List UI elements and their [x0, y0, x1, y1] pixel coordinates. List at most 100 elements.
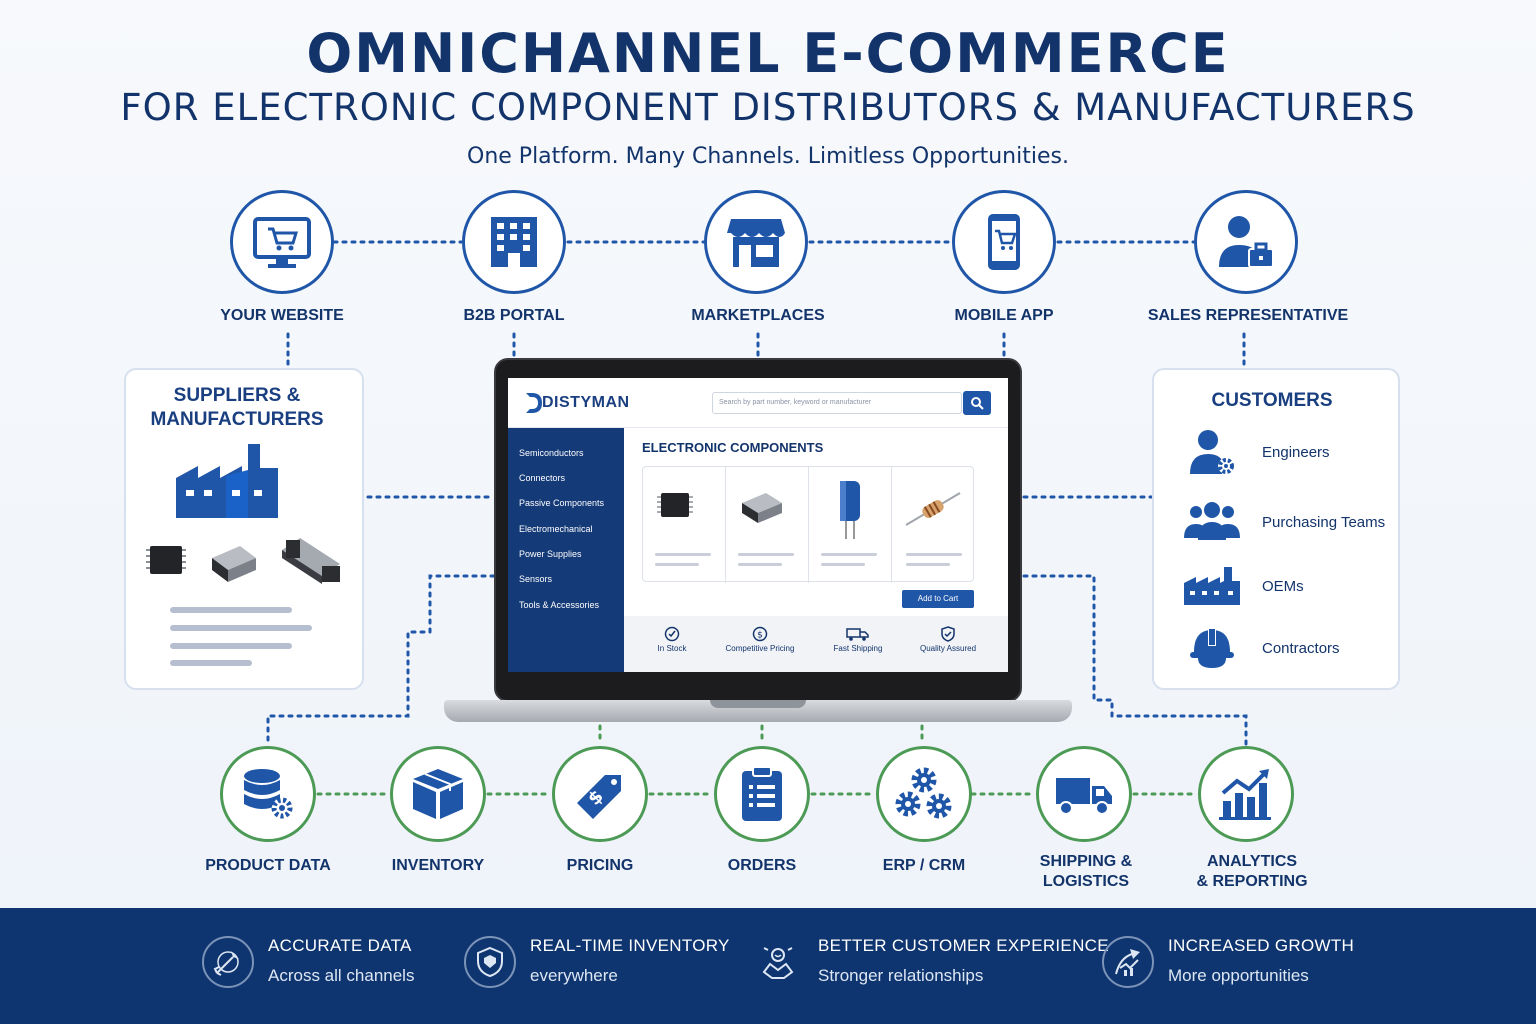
integration-analytics-label: ANALYTICS & REPORTING: [1167, 852, 1337, 892]
search-input[interactable]: Search by part number, keyword or manufa…: [712, 392, 962, 414]
integration-analytics: [1198, 746, 1294, 842]
add-to-cart-button[interactable]: Add to Cart: [902, 590, 974, 608]
integration-erp-crm-label: ERP / CRM: [882, 857, 966, 874]
feature-label: Quality Assured: [919, 644, 977, 653]
growth-icon: [1102, 936, 1154, 988]
customers-title: CUSTOMERS: [1211, 390, 1333, 411]
category-item[interactable]: Electromechanical: [519, 524, 593, 534]
database-gear-icon: [244, 769, 293, 819]
benefit-title: INCREASED GROWTH: [1168, 936, 1355, 955]
product-card[interactable]: [892, 467, 975, 583]
factory-icon: [1184, 567, 1240, 605]
benefit-increased-growth: INCREASED GROWTH More opportunities: [1102, 936, 1354, 988]
suppliers-title-line2: MANUFACTURERS: [150, 409, 324, 430]
integration-analytics-line1: ANALYTICS: [1206, 853, 1298, 870]
clipboard-icon: [742, 766, 782, 821]
integration-product-data: [220, 746, 316, 842]
channel-mobile-app-label: MOBILE APP: [954, 307, 1054, 324]
channel-marketplaces: [704, 190, 808, 294]
resistor-icon: [905, 492, 961, 526]
integration-pricing: $: [552, 746, 648, 842]
laptop-base: [444, 700, 1072, 722]
connector-icon: [742, 493, 782, 523]
check-icon: [664, 626, 680, 642]
benefit-subtitle: Stronger relationships: [818, 966, 984, 985]
feature-pricing: $ Competitive Pricing: [712, 626, 808, 653]
category-item[interactable]: Sensors: [519, 574, 553, 584]
truck-icon: [846, 628, 869, 641]
handshake-icon: [752, 936, 804, 988]
integration-erp-crm: [876, 746, 972, 842]
team-icon: [1184, 502, 1240, 540]
integration-shipping-line2: LOGISTICS: [1042, 873, 1130, 890]
product-grid: [642, 466, 975, 583]
customer-purchasing-teams: Purchasing Teams: [1184, 502, 1385, 542]
integration-analytics-line2: & REPORTING: [1196, 873, 1308, 890]
price-tag-icon: $: [577, 775, 621, 819]
feature-label: In Stock: [657, 644, 687, 653]
store-logo[interactable]: DISTYMAN: [542, 394, 630, 411]
product-card[interactable]: [809, 467, 892, 583]
spec-line: [170, 660, 252, 666]
category-item[interactable]: Passive Components: [519, 498, 605, 508]
product-card[interactable]: [726, 467, 809, 583]
benefit-title: BETTER CUSTOMER EXPERIENCE: [818, 936, 1109, 955]
relay-icon: [282, 538, 340, 584]
customer-engineers-label: Engineers: [1262, 443, 1330, 461]
phone-cart-icon: [988, 214, 1020, 270]
benefit-real-time-inventory: REAL-TIME INVENTORY everywhere: [464, 936, 730, 988]
channel-marketplaces-label: MARKETPLACES: [691, 307, 825, 324]
hard-hat-icon: [1190, 628, 1234, 668]
building-icon: [491, 217, 537, 267]
shield-icon: [464, 936, 516, 988]
customer-purchasing-label: Purchasing Teams: [1262, 513, 1386, 531]
search-icon: [971, 397, 984, 410]
chip-icon: [657, 493, 693, 517]
category-item[interactable]: Tools & Accessories: [519, 600, 600, 610]
integration-product-data-label: PRODUCT DATA: [205, 857, 331, 874]
connector-icon: [212, 546, 256, 582]
integration-inventory: [390, 746, 486, 842]
storefront-icon: [727, 219, 785, 267]
chip-icon: [146, 546, 186, 574]
shield-check-icon: [941, 626, 955, 642]
page-subtitle: FOR ELECTRONIC COMPONENT DISTRIBUTORS & …: [120, 86, 1416, 129]
channel-website: [230, 190, 334, 294]
search-button[interactable]: [963, 391, 991, 415]
box-icon: [413, 769, 463, 819]
suppliers-panel: [124, 368, 364, 690]
product-card[interactable]: [643, 467, 726, 583]
logo-icon: [526, 393, 542, 413]
channel-mobile-app: [952, 190, 1056, 294]
engineer-gear-icon: [1190, 430, 1234, 474]
suppliers-title-line1: SUPPLIERS &: [173, 385, 301, 406]
benefit-accurate-data: ACCURATE DATA Across all channels: [202, 936, 414, 988]
svg-text:$: $: [757, 631, 763, 641]
category-item[interactable]: Power Supplies: [519, 549, 582, 559]
store-screen: DISTYMAN Search by part number, keyword …: [508, 378, 1008, 672]
feature-shipping: Fast Shipping: [810, 626, 906, 653]
integration-pricing-label: PRICING: [566, 857, 634, 874]
benefit-title: ACCURATE DATA: [268, 936, 412, 955]
channel-website-label: YOUR WEBSITE: [220, 307, 344, 324]
spec-line: [170, 607, 292, 613]
feature-in-stock: In Stock: [624, 626, 720, 653]
channel-b2b-portal: [462, 190, 566, 294]
monitor-cart-icon: [253, 217, 311, 268]
channel-sales-rep-label: SALES REPRESENTATIVE: [1147, 307, 1349, 324]
category-item[interactable]: Semiconductors: [519, 448, 584, 458]
bar-chart-icon: [1219, 769, 1271, 820]
feature-quality: Quality Assured: [900, 626, 996, 653]
section-title: ELECTRONIC COMPONENTS: [642, 440, 824, 455]
customer-contractors-label: Contractors: [1262, 639, 1340, 657]
laptop-notch: [710, 700, 806, 708]
tagline: One Platform. Many Channels. Limitless O…: [467, 144, 1069, 169]
category-item[interactable]: Connectors: [519, 473, 566, 483]
capacitor-icon: [840, 481, 860, 539]
customer-oems-label: OEMs: [1262, 577, 1304, 595]
store-header: [508, 378, 1008, 428]
target-icon: [202, 936, 254, 988]
customer-engineers: Engineers: [1184, 430, 1330, 474]
customer-contractors: Contractors: [1184, 628, 1340, 668]
